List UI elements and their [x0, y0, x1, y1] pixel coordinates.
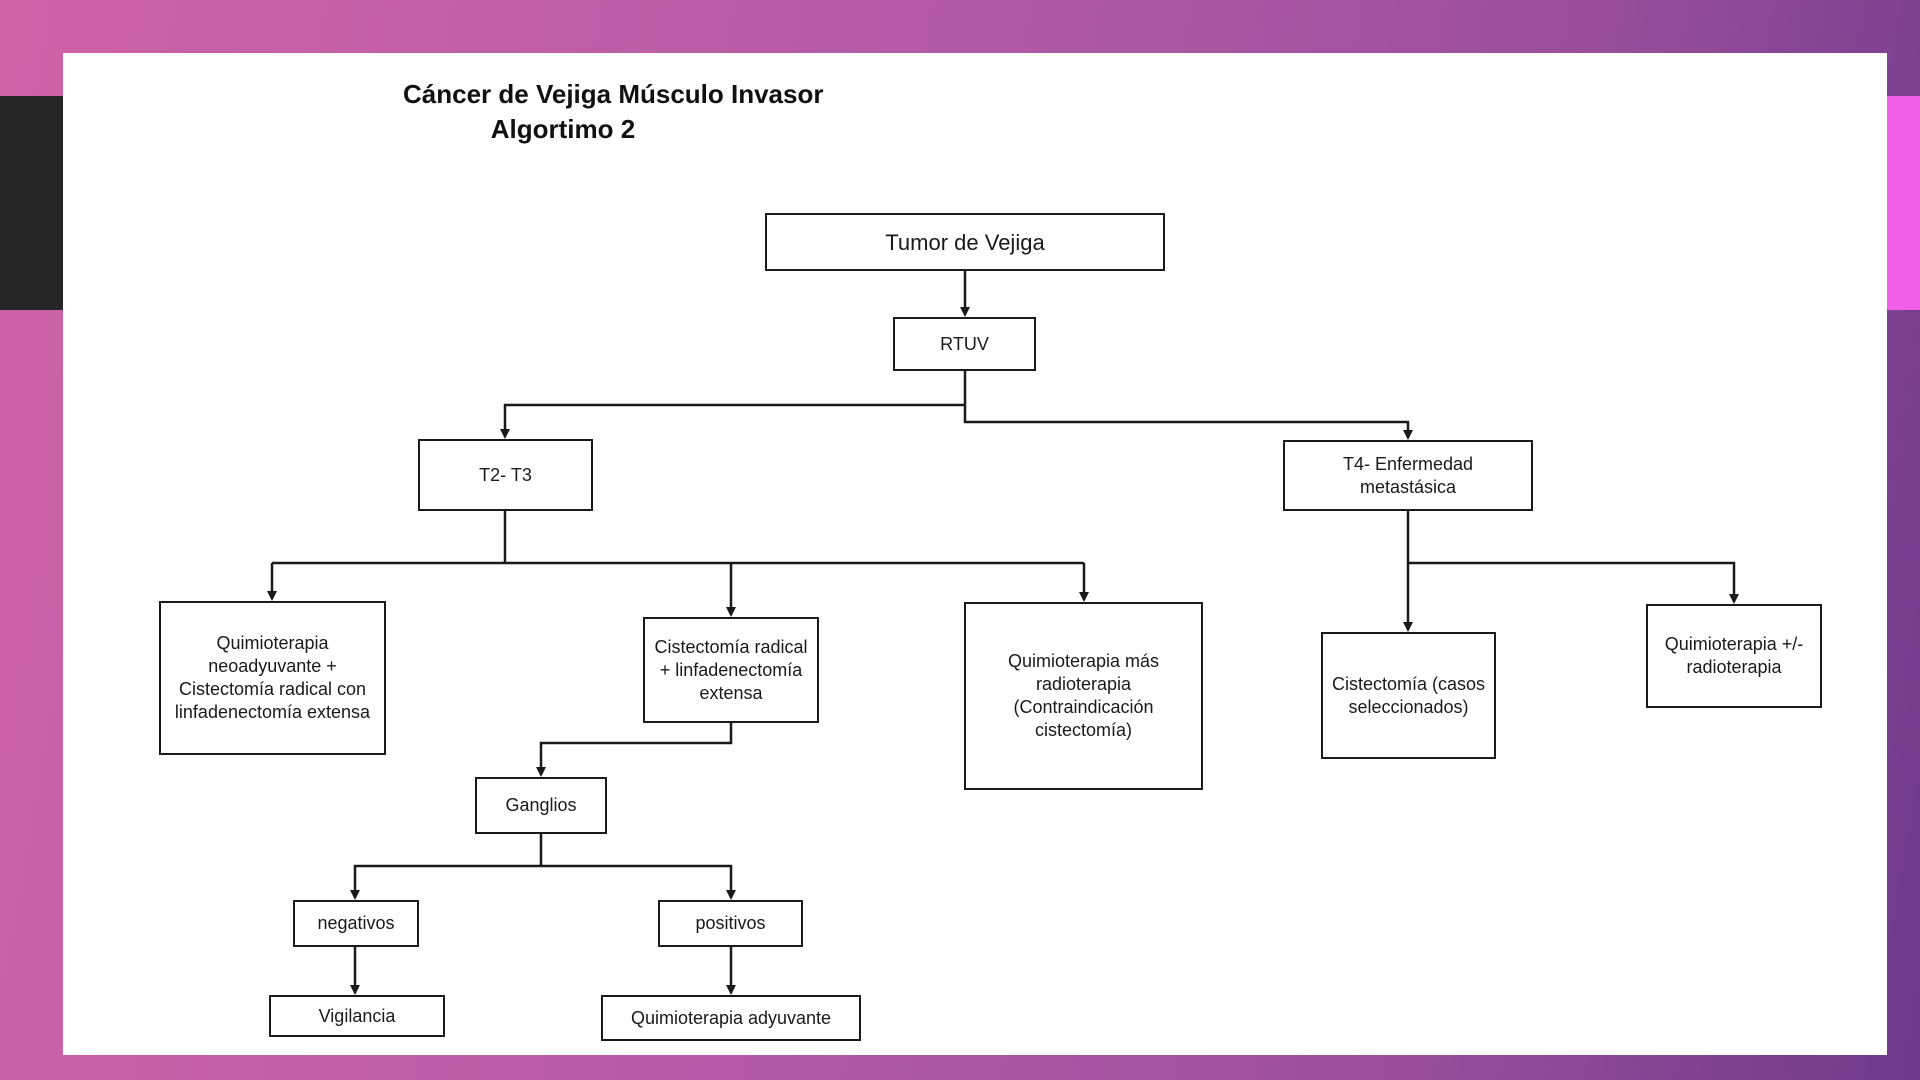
node-negativos: negativos — [293, 900, 419, 947]
node-quimio-neoadyuvante: Quimioterapia neoadyuvante + Cistectomía… — [159, 601, 386, 755]
node-cistectomia-radical: Cistectomía radical + linfadenectomía ex… — [643, 617, 819, 723]
node-quimio-mas-menos-radioterapia: Quimioterapia +/- radioterapia — [1646, 604, 1822, 708]
node-quimio-mas-radioterapia: Quimioterapia más radioterapia (Contrain… — [964, 602, 1203, 790]
node-vigilancia: Vigilancia — [269, 995, 445, 1037]
node-ganglios: Ganglios — [475, 777, 607, 834]
edge-rtuv-t2t3 — [500, 371, 967, 439]
node-t4-enfermedad-metastasica: T4- Enfermedad metastásica — [1283, 440, 1533, 511]
edge-t4-quimio-radio — [1408, 561, 1739, 604]
left-decor-band — [0, 96, 70, 310]
edge-ganglios-negativos — [350, 864, 541, 900]
node-cistectomia-casos-seleccionados: Cistectomía (casos seleccionados) — [1321, 632, 1496, 759]
connector-lines — [267, 269, 1739, 995]
slide: Cáncer de Vejiga Músculo Invasor Algorti… — [63, 53, 1887, 1055]
edge-ganglios-positivos — [541, 864, 736, 900]
node-positivos: positivos — [658, 900, 803, 947]
node-tumor-de-vejiga: Tumor de Vejiga — [765, 213, 1165, 271]
node-rtuv: RTUV — [893, 317, 1036, 371]
node-t2-t3: T2- T3 — [418, 439, 593, 511]
title-line-2: Algortimo 2 — [490, 114, 636, 144]
edge-cistectomia-ganglios — [536, 721, 733, 777]
edge-rtuv-t4 — [963, 405, 1413, 440]
node-quimioterapia-adyuvante: Quimioterapia adyuvante — [601, 995, 861, 1041]
